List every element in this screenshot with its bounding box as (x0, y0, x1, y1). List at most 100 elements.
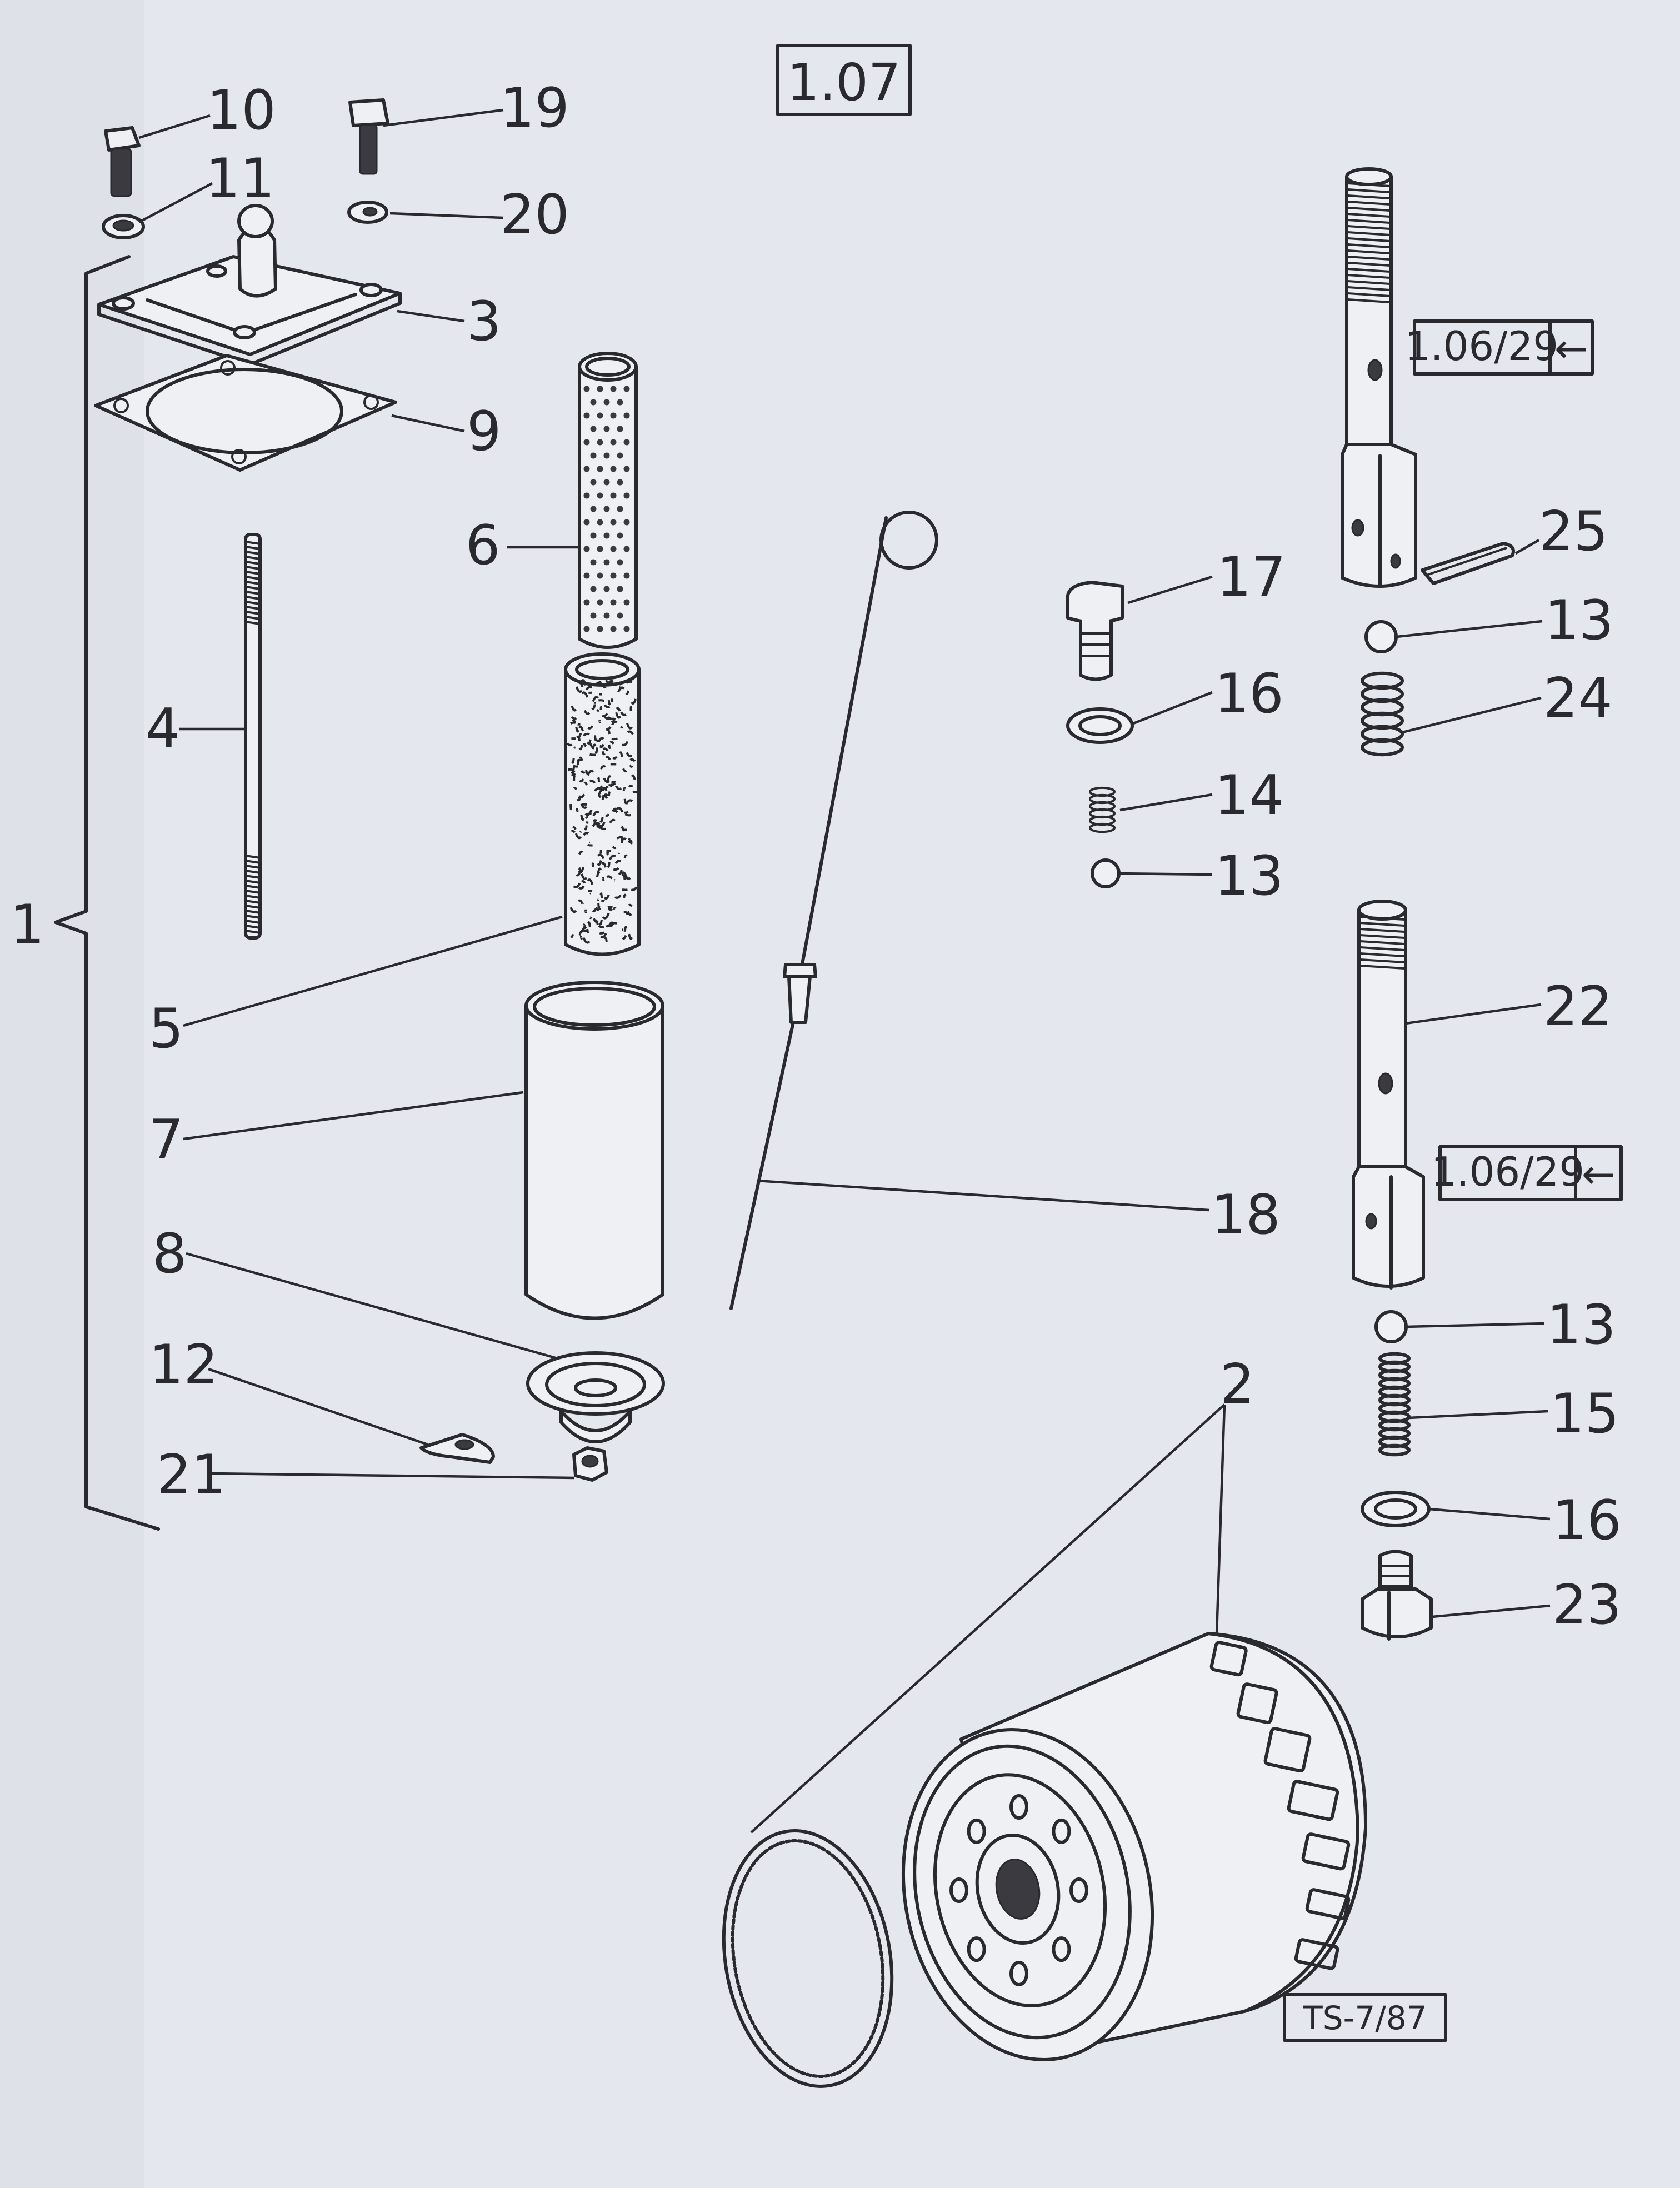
perforation-hole (610, 439, 617, 446)
filter-fiber (582, 732, 590, 737)
part-sealing-ring-16a (1066, 707, 1134, 744)
callout-2: 2 (1220, 1353, 1254, 1416)
filter-fiber (593, 735, 598, 742)
pipe-thread (1347, 188, 1391, 193)
stud-thread (245, 895, 261, 899)
stud-thread (245, 855, 261, 859)
ref-arrow-upper: ← (1554, 325, 1588, 372)
part-stud-4 (244, 533, 262, 940)
pipe-thread (1347, 286, 1391, 291)
filter-fiber (627, 730, 634, 735)
filter-fiber (599, 931, 605, 935)
filter-fiber (571, 716, 577, 720)
filter-fiber (572, 826, 577, 830)
part-spring-15 (1378, 1352, 1411, 1457)
filter-fiber (583, 832, 589, 836)
filter-grip-ridge (1236, 1682, 1278, 1725)
stud-thread (245, 586, 261, 590)
stud-thread (245, 860, 261, 864)
stud-thread (245, 905, 261, 909)
filter-fiber (571, 830, 576, 833)
filter-fiber (578, 778, 584, 783)
filter-fiber (618, 870, 623, 875)
stud-thread (245, 596, 261, 600)
filter-fiber (612, 807, 618, 811)
filter-fiber (611, 720, 618, 726)
filter-fiber (582, 923, 586, 928)
perforation-hole (623, 572, 630, 579)
filter-fiber (588, 683, 594, 689)
pipe-thread (1347, 256, 1391, 261)
filter-fiber (580, 770, 586, 774)
filter-fiber (627, 911, 633, 916)
filter-fiber (578, 745, 583, 751)
filter-fiber (601, 900, 605, 903)
group-bracket (54, 255, 160, 1531)
filter-fiber (578, 867, 582, 873)
filter-fiber (584, 825, 588, 831)
filter-fiber (592, 811, 600, 817)
page-ref-box: 1.07 (776, 44, 912, 116)
filter-inlet-hole (1052, 1818, 1071, 1844)
filter-fiber (616, 836, 623, 840)
perforation-hole (590, 612, 597, 619)
filter-fiber (606, 875, 613, 880)
filter-fiber (612, 907, 617, 910)
callout-4: 4 (146, 697, 180, 761)
stud-thread (245, 571, 261, 575)
callout-labels: 10 11 19 20 3 9 6 4 1 5 7 8 12 21 18 17 … (10, 77, 1622, 1637)
perforation-hole (590, 559, 597, 566)
perforation-hole (590, 586, 597, 592)
perforation-hole (610, 626, 617, 632)
pipe-thread (1347, 225, 1391, 230)
perforation-hole (597, 626, 603, 632)
filter-fiber (589, 916, 593, 920)
pipe-thread (1359, 952, 1405, 957)
filter-fiber (607, 862, 611, 868)
perforation-hole (617, 426, 623, 432)
perforation-hole (590, 452, 597, 459)
callout-14: 14 (1214, 764, 1284, 827)
filter-fiber (575, 686, 583, 693)
filter-fiber (599, 817, 604, 823)
leader-lines (138, 108, 1551, 1834)
perforation-hole (583, 492, 590, 499)
part-sealing-ring-16b (1361, 1491, 1431, 1527)
ref-box-lower: 1.06/29 ← (1431, 1145, 1623, 1201)
filter-fiber (571, 705, 577, 712)
stud-thread (245, 576, 261, 580)
filter-fiber (580, 679, 587, 686)
filter-fiber (609, 682, 616, 686)
stud-thread (245, 880, 261, 884)
filter-inlet-hole (967, 1818, 986, 1844)
filter-fiber (586, 928, 589, 933)
filter-fiber (598, 699, 605, 702)
perforation-hole (617, 532, 623, 539)
pipe-thread (1347, 262, 1391, 267)
perforation-hole (610, 412, 617, 419)
callout-12: 12 (149, 1333, 218, 1397)
part-cup-8 (526, 1351, 665, 1443)
filter-fiber (587, 843, 593, 847)
pipe-thread (1347, 280, 1391, 285)
part-dipstick-18 (729, 511, 938, 1310)
perforation-hole (597, 492, 603, 499)
filter-fiber (621, 837, 627, 842)
perforation-hole (603, 532, 610, 539)
perforation-hole (603, 479, 610, 486)
filter-fiber (616, 707, 621, 712)
perforation-hole (623, 599, 630, 606)
stud-thread (245, 566, 261, 570)
perforation-hole (617, 479, 623, 486)
filter-fiber (583, 742, 587, 747)
filter-fiber (585, 770, 589, 775)
filter-fiber (602, 787, 608, 791)
filter-inlet-hole (1069, 1877, 1088, 1903)
filter-fiber (578, 682, 584, 687)
stud-thread (245, 561, 261, 565)
filter-fiber (606, 728, 611, 735)
perforation-hole (603, 452, 610, 459)
perforation-hole (610, 599, 617, 606)
filter-fiber (583, 781, 588, 786)
